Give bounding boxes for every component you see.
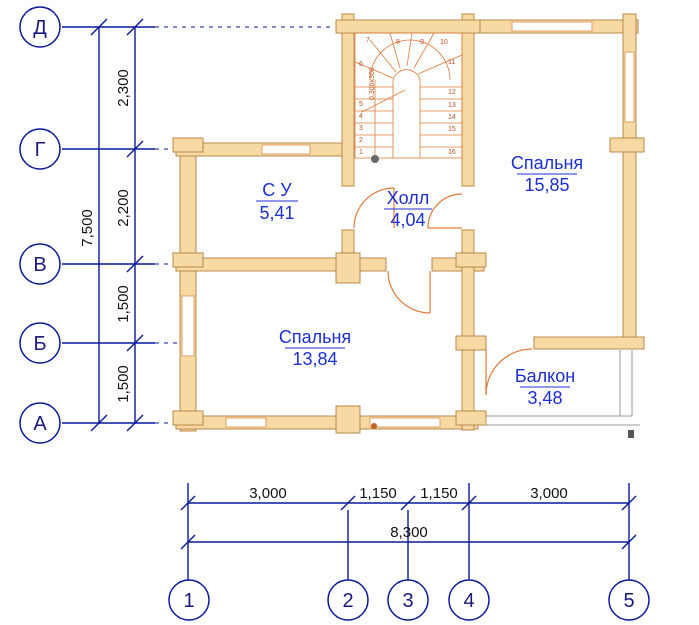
vdim-4: 1,500 [115, 365, 132, 403]
stair-step: 4 [359, 113, 363, 120]
hdim-4: 3,000 [530, 485, 568, 502]
vertical-dimensions [62, 18, 155, 432]
room-name: Балкон [515, 366, 575, 386]
stair-step: 10 [440, 39, 448, 46]
stair-start-marker [371, 155, 379, 163]
walls [172, 13, 645, 434]
room-bath: С У 5,41 [256, 180, 298, 223]
room-bedroom-left: Спальня 13,84 [279, 327, 351, 369]
axis-bubble-5: 5 [608, 579, 650, 621]
stair-step: 7 [366, 37, 370, 44]
axis-label: Д [33, 17, 47, 39]
axis-label: Б [33, 333, 46, 355]
room-name: Спальня [511, 153, 583, 173]
stair-step: 11 [448, 59, 455, 66]
windows [181, 21, 635, 428]
vdim-total: 7,500 [79, 209, 96, 247]
vdim-1: 2,300 [115, 69, 132, 107]
stair-step: 6 [359, 61, 363, 68]
room-balcony: Балкон 3,48 [515, 366, 575, 408]
axis-label: 2 [342, 590, 353, 612]
axis-bubble-2: 2 [327, 579, 369, 621]
axis-label: 3 [402, 590, 413, 612]
stair-note: 0.300x300 [369, 67, 376, 100]
room-name: Спальня [279, 327, 351, 347]
axis-bubble-1: 1 [168, 579, 210, 621]
hdim-3: 1,150 [420, 485, 458, 502]
room-area: 3,48 [527, 388, 562, 408]
doors [353, 187, 533, 396]
axis-label: 1 [183, 590, 194, 612]
axis-bubble-D: Д [19, 6, 61, 48]
axis-bubble-G: Г [19, 128, 61, 170]
axis-bubble-V: В [19, 243, 61, 285]
stair-step: 16 [448, 149, 456, 156]
stair-numbers: 1 2 3 4 5 6 7 8 9 10 11 12 13 14 15 16 0… [359, 37, 456, 156]
axis-label: В [33, 254, 46, 276]
balcony-post [628, 430, 634, 438]
stair-step: 9 [420, 39, 424, 46]
axis-label: Г [35, 139, 46, 161]
stair-step: 5 [359, 101, 363, 108]
stair-step: 2 [359, 137, 363, 144]
vdim-3: 1,500 [115, 285, 132, 323]
axis-label: 4 [463, 590, 474, 612]
stair-step: 12 [448, 89, 456, 96]
room-name: С У [262, 180, 292, 200]
balcony-rail [478, 350, 640, 426]
room-bedroom-right: Спальня 15,85 [511, 153, 583, 195]
vdim-2: 2,200 [115, 189, 132, 227]
stairs [354, 32, 463, 159]
stair-step: 13 [448, 102, 456, 109]
axis-label: 5 [623, 590, 634, 612]
axis-bubble-A: А [19, 402, 61, 444]
hdim-2: 1,150 [359, 485, 397, 502]
room-area: 15,85 [524, 175, 569, 195]
horizontal-dimensions [180, 483, 637, 580]
stair-step: 14 [448, 114, 456, 121]
room-hall: Холл 4,04 [384, 188, 432, 230]
hdim-1: 3,000 [249, 485, 287, 502]
window-marker [371, 423, 377, 429]
stair-step: 1 [359, 149, 363, 156]
stair-step: 3 [359, 125, 363, 132]
axis-bubble-3: 3 [387, 579, 429, 621]
room-area: 13,84 [292, 349, 337, 369]
stair-step: 8 [396, 39, 400, 46]
room-area: 5,41 [259, 203, 294, 223]
room-name: Холл [387, 188, 429, 208]
axis-label: А [33, 413, 47, 435]
hdim-total: 8,300 [390, 524, 428, 541]
axis-bubble-4: 4 [448, 579, 490, 621]
stair-step: 15 [448, 126, 456, 133]
axis-bubble-B: Б [19, 322, 61, 364]
room-area: 4,04 [390, 210, 425, 230]
